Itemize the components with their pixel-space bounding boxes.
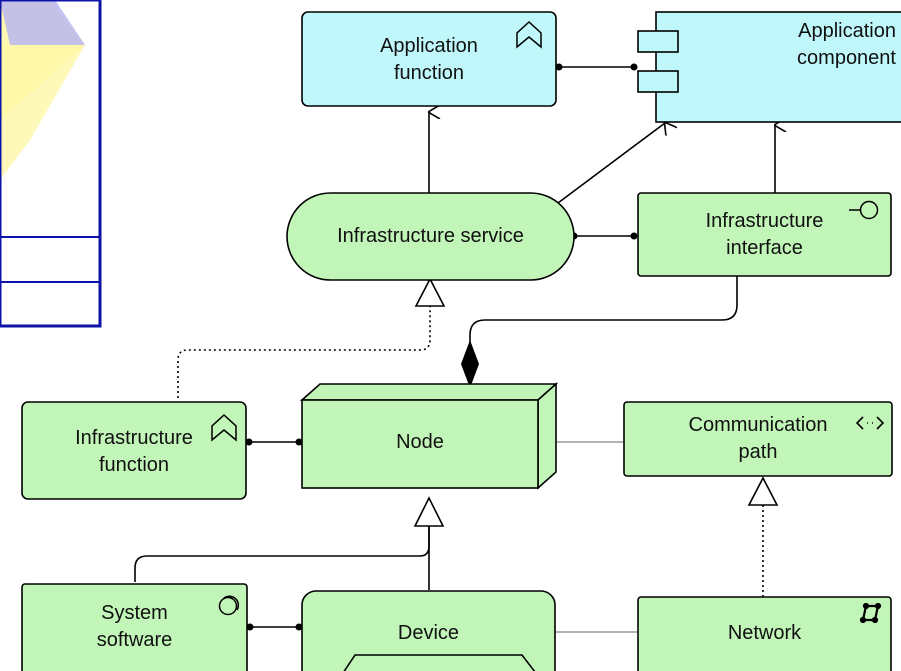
infrastructure-interface-box bbox=[637, 192, 892, 277]
application-component-box bbox=[655, 11, 901, 123]
logo-border bbox=[0, 0, 102, 328]
system-software-icon bbox=[218, 595, 240, 616]
component-icon-tab-1 bbox=[637, 30, 679, 53]
connections bbox=[134, 63, 779, 633]
device-box bbox=[301, 590, 556, 671]
composition-diamond bbox=[461, 340, 479, 388]
interface-icon bbox=[849, 200, 879, 220]
icons bbox=[211, 20, 885, 624]
realization-line bbox=[177, 306, 431, 398]
logo-panel bbox=[0, 0, 102, 328]
communication-path-box bbox=[623, 401, 893, 477]
function-icon bbox=[516, 20, 542, 49]
function-icon bbox=[211, 413, 237, 442]
realization-arrowhead bbox=[414, 277, 446, 307]
composition-line bbox=[469, 276, 738, 352]
application-function-box bbox=[301, 11, 557, 107]
infrastructure-function-box bbox=[21, 401, 247, 500]
communication-path-icon bbox=[855, 416, 885, 430]
device-base bbox=[343, 654, 536, 671]
specialization-line bbox=[134, 526, 430, 582]
realization-arrowhead bbox=[747, 476, 779, 506]
network-box bbox=[637, 596, 892, 671]
node-box bbox=[299, 382, 559, 490]
system-software-box bbox=[21, 583, 248, 671]
specialization-arrowhead bbox=[413, 496, 445, 527]
used-by-line bbox=[557, 123, 665, 204]
node-shapes bbox=[21, 11, 901, 671]
infrastructure-service-box bbox=[286, 192, 575, 281]
component-icon-tab-2 bbox=[637, 70, 679, 93]
network-icon bbox=[859, 602, 882, 624]
